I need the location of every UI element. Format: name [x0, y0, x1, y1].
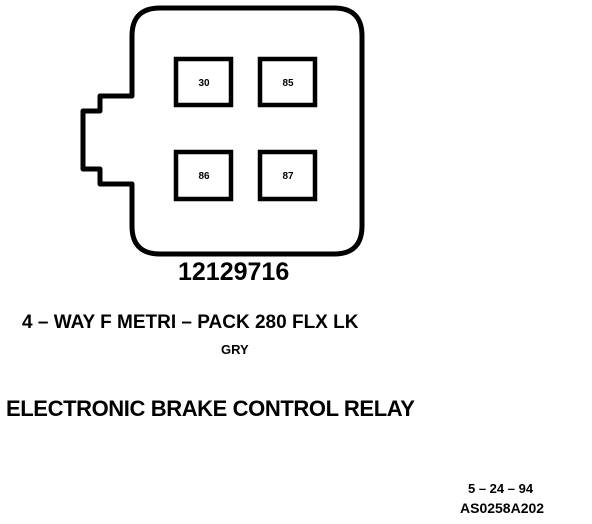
pin-cavity-85	[257, 56, 318, 108]
date-stamp: 5 – 24 – 94	[468, 481, 534, 496]
pin-cavity-30	[173, 56, 234, 108]
pin-label-86: 86	[198, 171, 210, 182]
pin-cavity-86	[173, 149, 234, 202]
component-name: ELECTRONIC BRAKE CONTROL RELAY	[6, 396, 415, 421]
pin-label-87: 87	[282, 171, 294, 182]
connector-color: GRY	[221, 342, 249, 357]
part-number: 12129716	[178, 258, 290, 286]
connector-description: 4 – WAY F METRI – PACK 280 FLX LK	[22, 312, 359, 333]
pin-label-85: 85	[282, 78, 294, 89]
pin-cavity-87	[257, 149, 318, 202]
pin-label-30: 30	[198, 78, 210, 89]
reference-code: AS0258A202	[460, 500, 545, 516]
connector-housing-outline	[80, 5, 365, 257]
